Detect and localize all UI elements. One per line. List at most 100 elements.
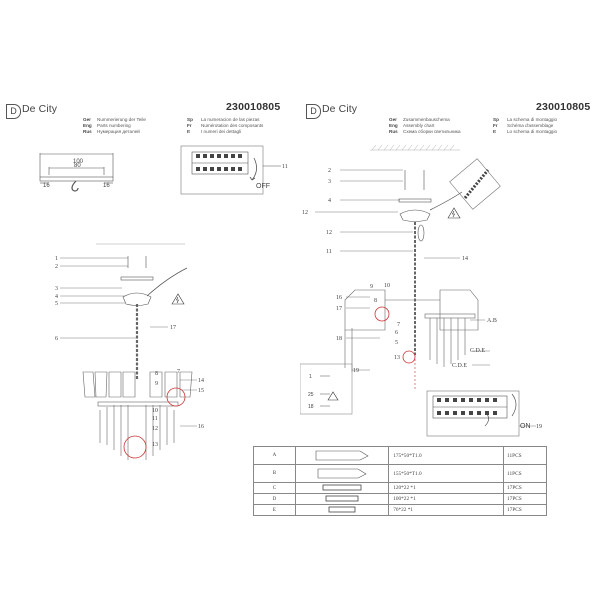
part-dimensions: 175*50*T1.0 [388,446,505,465]
callout-13: 13 [394,355,400,361]
part-label: A [253,446,296,465]
callout-11: 11 [152,416,158,422]
connector-detail-inset [449,158,501,210]
wiring-mark-25: 25 [308,392,314,398]
part-quantity: 17PCS [503,504,547,516]
callout-13: 13 [152,442,158,448]
table-row: C 120*22 *1 17PCS [253,482,547,494]
brand-logo-mark-icon: D [306,104,321,119]
off-label: OFF [256,183,270,190]
electric-warning-icon [171,293,185,305]
leader-lines-left [60,257,197,427]
part-quantity: 17PCS [503,482,547,494]
callout-8: 8 [374,298,377,304]
on-label: ON [520,423,531,430]
electric-warning-small-icon [327,391,339,401]
on-connector-blocks [437,398,497,415]
dim-middle: 80 [74,163,81,169]
part-dimensions: 155*50*T1.0 [388,464,505,483]
wiring-mark-18: 18 [308,404,314,410]
brand-logo-mark-icon: D [6,104,21,119]
callout-18: 18 [336,336,342,342]
canopy-assembly [398,170,463,390]
callout-11-inset: 11 [282,164,288,170]
part-quantity: 11PCS [503,446,547,465]
callout-8: 8 [155,371,158,377]
callout-4: 4 [328,198,331,204]
ceiling-hatch [370,144,460,151]
callout-4: 4 [55,294,58,300]
crystal-bar-icon [322,484,362,490]
part-label: E [253,504,296,516]
callout-17: 17 [336,306,342,312]
part-shape-a [294,446,390,465]
callout-6: 6 [395,330,398,336]
wiring-mark-1: 1 [309,374,312,380]
callout-17: 17 [170,325,176,331]
part-dimensions: 100*22 *1 [388,493,505,505]
crystal-plate-icon [317,468,367,478]
on-connector-inset [426,390,520,437]
mounting-bracket-sketch [39,153,114,192]
callout-14: 14 [462,256,468,262]
part-dimensions: 120*22 *1 [388,482,505,494]
callout-14: 14 [198,378,204,384]
part-shape-c [294,482,390,494]
callout-9: 9 [370,284,373,290]
callout-12b: 12 [326,230,332,236]
leader-lines-right [315,169,536,427]
callout-12: 12 [152,426,158,432]
table-row: D 100*22 *1 17PCS [253,493,547,505]
electric-warning-icon [447,207,461,219]
part-dimensions: 76*22 *1 [388,504,505,516]
callout-1: 1 [55,256,58,262]
table-row: E 76*22 *1 17PCS [253,504,547,516]
wide-crystal-plate-icon [315,450,369,460]
table-row: B 155*50*T1.0 11PCS [253,464,547,483]
part-label: D [253,493,296,505]
callout-7: 7 [177,369,180,375]
article-number: 230010805 [226,101,281,113]
part-quantity: 11PCS [503,464,547,483]
part-shape-b [294,464,390,483]
callout-19-on: 19 [536,424,542,430]
wiring-detail-inset [300,363,353,415]
callout-10: 10 [384,283,390,289]
off-connector-blocks [196,154,242,171]
article-number: 230010805 [536,101,591,113]
callout-5: 5 [395,340,398,346]
part-label: B [253,464,296,483]
crystal-bar-icon [325,495,359,501]
callout-cde-b: C.D.E [452,363,467,369]
dim-left: 16 [43,183,50,189]
crystal-bar-icon [328,506,356,512]
callout-9: 9 [155,381,158,387]
callout-10: 10 [152,408,158,414]
canopy-assembly [120,256,188,380]
dim-top: 100 [73,159,84,165]
callout-19-wiring: 19 [353,368,359,374]
parts-table: A 175*50*T1.0 11PCS B 155*50*T1.0 11PCS … [253,446,547,516]
callout-3: 3 [55,286,58,292]
brand-name: De City [322,103,358,115]
brand-name: De City [22,103,58,115]
table-row: A 175*50*T1.0 11PCS [253,446,547,465]
part-shape-d [294,493,390,505]
callout-7: 7 [397,322,400,328]
